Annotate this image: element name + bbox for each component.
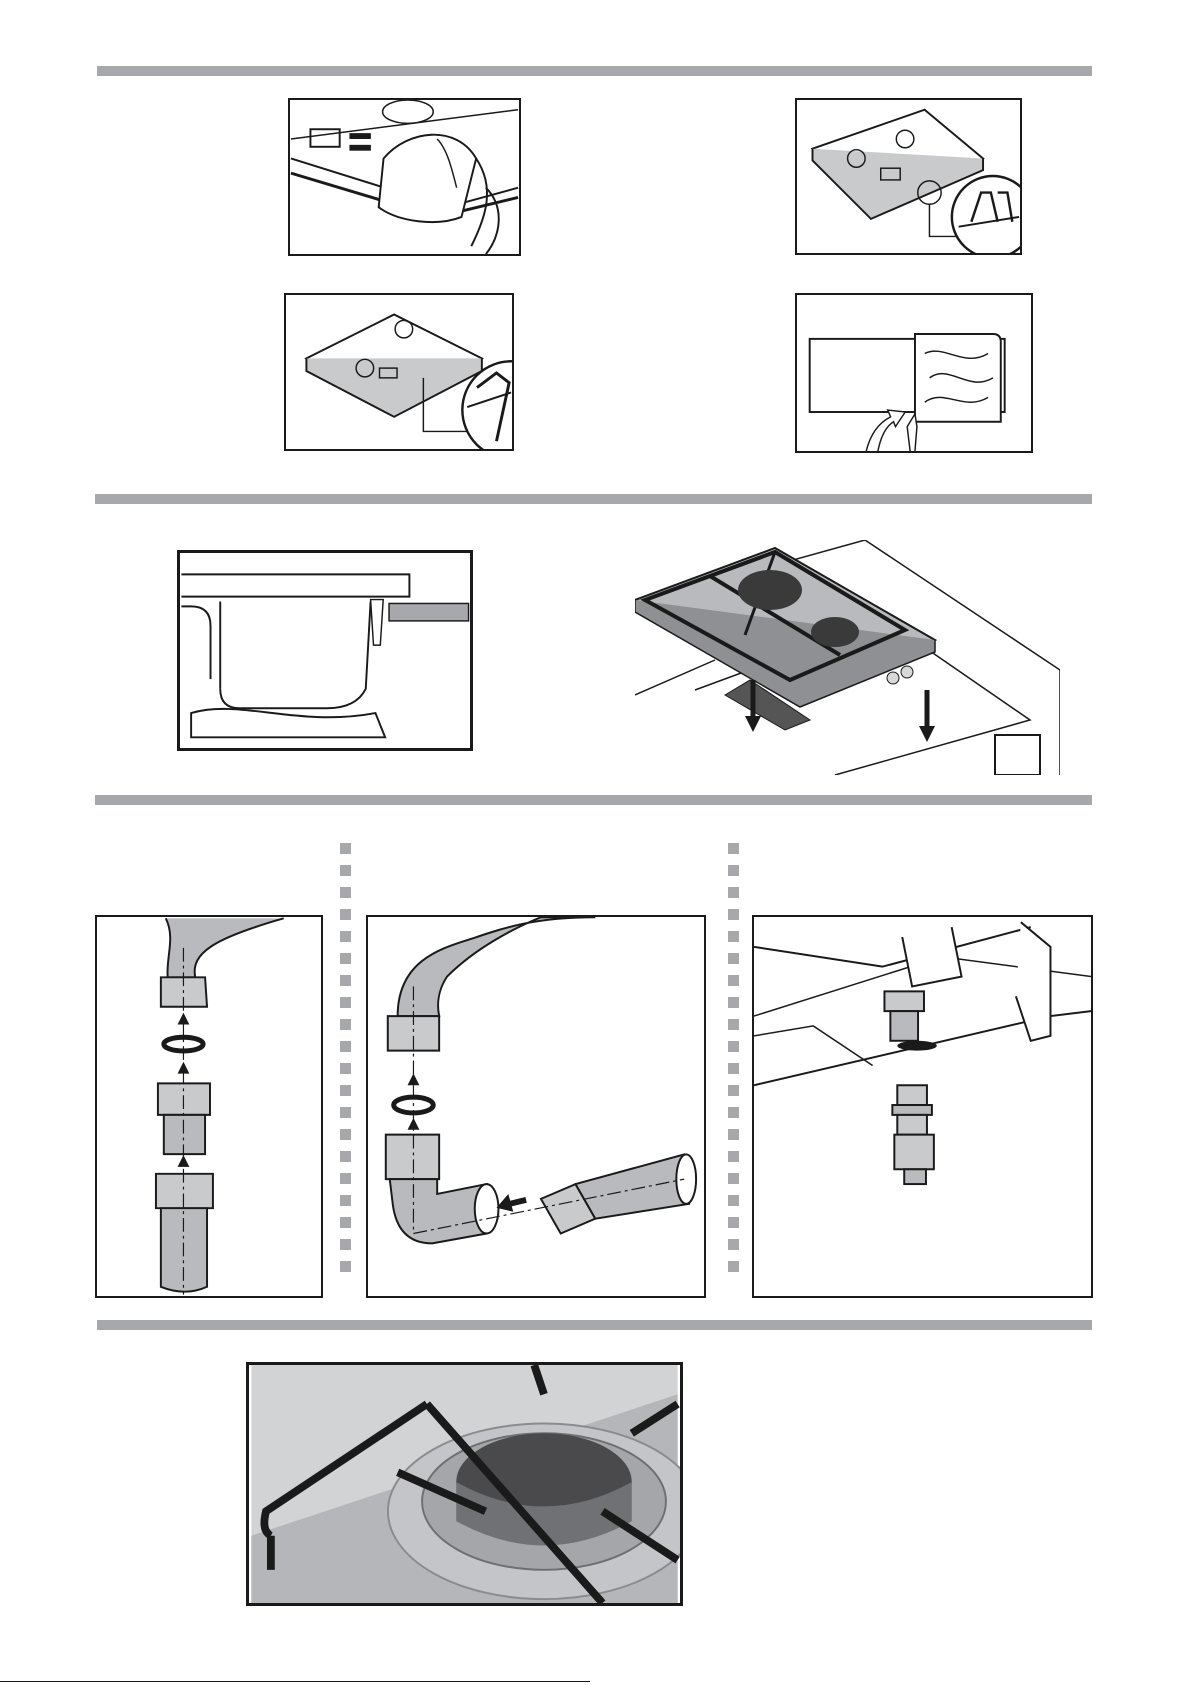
footer-rule: [0, 1681, 590, 1682]
section-divider-1: [97, 66, 1092, 76]
section-divider-2: [95, 494, 1092, 504]
straight-fitting-figure: [95, 915, 323, 1298]
sealing-strip-figure: [288, 98, 521, 256]
burner-grid-figure: [246, 1362, 683, 1606]
seal-trimming-figure: [795, 293, 1033, 453]
fixing-bracket-figure: [284, 293, 514, 451]
clamp-detail-figure: [795, 98, 1022, 255]
hob-insertion-figure: [635, 540, 1060, 775]
section-divider-4: [97, 1320, 1092, 1330]
divider-dashed-2: [728, 843, 739, 1283]
section-divider-3: [95, 795, 1092, 805]
divider-dashed-1: [340, 843, 351, 1283]
hob-underside-figure: [752, 915, 1093, 1298]
elbow-fitting-figure: [366, 915, 706, 1298]
cabinet-cross-section-figure: [177, 550, 473, 751]
